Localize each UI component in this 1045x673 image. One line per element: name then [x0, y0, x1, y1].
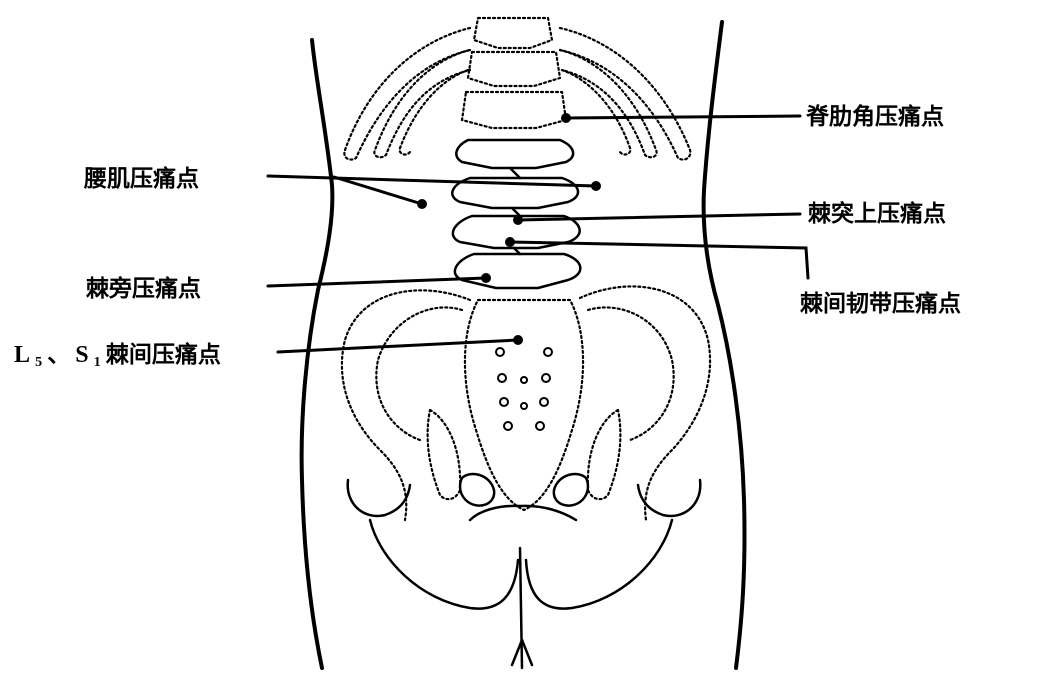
tenderness-points: [417, 113, 601, 345]
label-l5s1-S: S: [75, 342, 88, 368]
label-spinous-process: 棘突上压痛点: [808, 200, 946, 227]
label-l5s1-rest: 棘间压痛点: [106, 341, 221, 368]
label-paraspinal: 棘旁压痛点: [86, 275, 201, 302]
leader-lines: [268, 116, 808, 352]
sacral-foramina: [496, 348, 552, 430]
label-lumbar-muscle: 腰肌压痛点: [83, 165, 199, 192]
label-l5s1: L 5 、 S 1 棘间压痛点: [14, 341, 221, 370]
label-l5s1-L: L: [14, 342, 30, 368]
labels: 脊肋角压痛点 腰肌压痛点 棘突上压痛点 棘旁压痛点 棘间韧带压痛点 L 5 、 …: [14, 103, 961, 370]
label-costovertebral: 脊肋角压痛点: [805, 103, 944, 130]
buttocks: [370, 520, 672, 668]
label-l5s1-S-sub: 1: [94, 355, 101, 370]
label-l5s1-sep: 、: [47, 342, 70, 368]
vertebral-column: [452, 18, 580, 288]
label-l5s1-L-sub: 5: [35, 355, 42, 370]
label-interspinous-ligament: 棘间韧带压痛点: [800, 290, 961, 317]
torso-outline: [302, 22, 745, 668]
